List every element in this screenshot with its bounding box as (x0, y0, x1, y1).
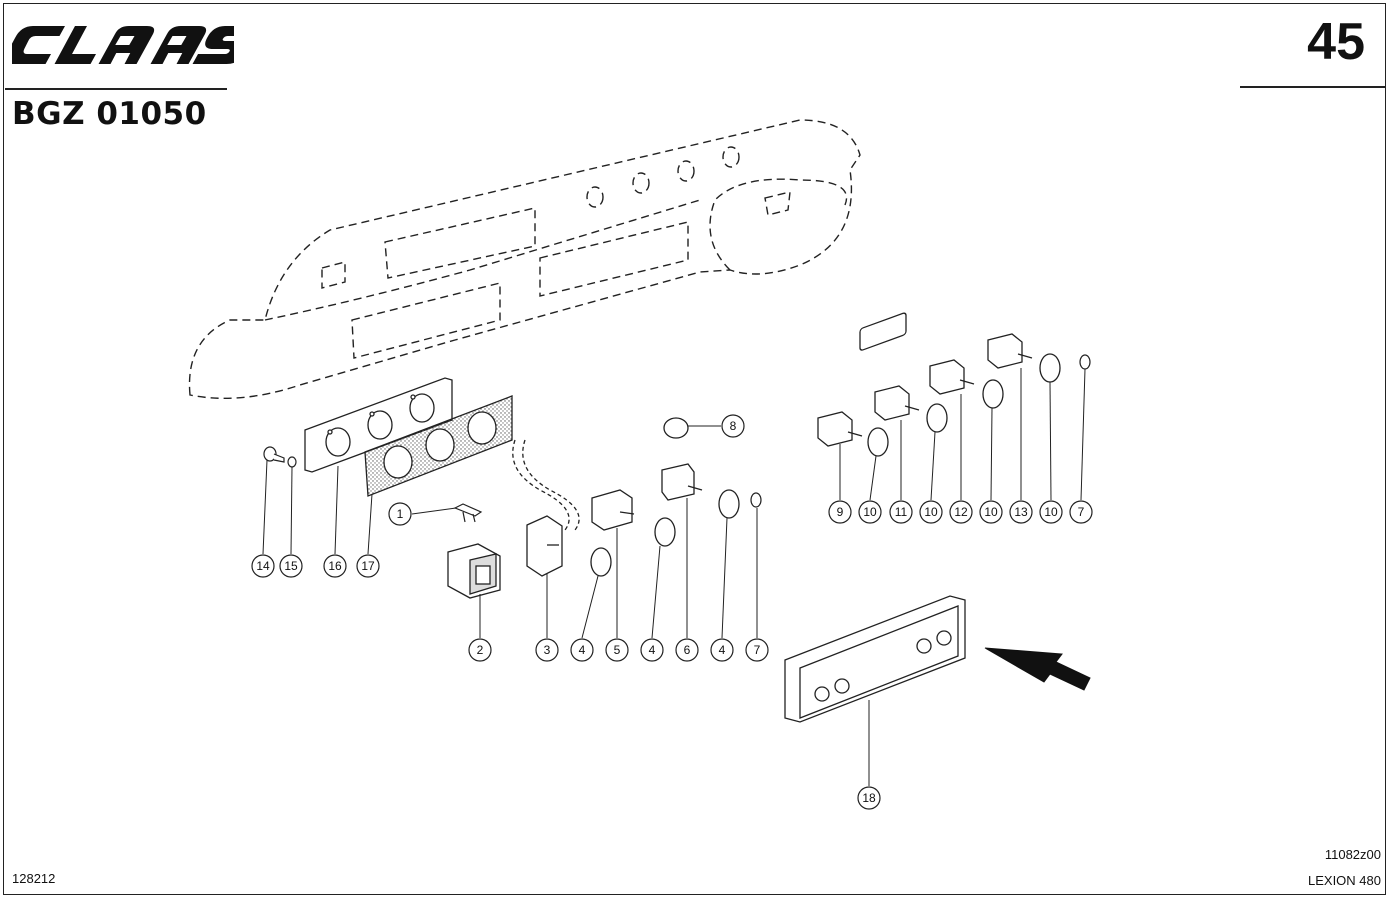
view-direction-arrow (984, 647, 1091, 691)
svg-text:5: 5 (614, 643, 621, 657)
part-18-climate-control-panel (784, 312, 966, 723)
part-2-rocker-switch (447, 543, 501, 599)
parts-9-11-12-13-switches (817, 333, 1033, 447)
svg-text:4: 4 (719, 643, 726, 657)
part-17-gasket (364, 395, 513, 497)
page-number-underline (1240, 86, 1386, 88)
svg-text:7: 7 (1078, 505, 1085, 519)
model-name: LEXION 480 (1308, 873, 1381, 888)
callout-11: 11 (889, 500, 913, 524)
callout-10: 10 (858, 500, 882, 524)
dashboard-outline (188, 119, 861, 400)
svg-text:10: 10 (924, 505, 938, 519)
part-16-panel-plate (304, 377, 453, 473)
callout-17: 17 (356, 554, 380, 578)
page-number: 45 (1307, 13, 1365, 71)
svg-text:8: 8 (730, 419, 737, 433)
callout-8: 8 (721, 414, 745, 438)
callout-10: 10 (1039, 500, 1063, 524)
svg-text:10: 10 (984, 505, 998, 519)
svg-text:14: 14 (256, 559, 270, 573)
part-7-lamps (750, 354, 1091, 508)
part-8-cap (663, 417, 689, 439)
svg-text:2: 2 (477, 643, 484, 657)
claas-logo (5, 22, 260, 75)
logo-underline (5, 88, 227, 90)
callout-10: 10 (919, 500, 943, 524)
callout-4: 4 (710, 638, 734, 662)
svg-text:1: 1 (397, 507, 404, 521)
svg-text:10: 10 (863, 505, 877, 519)
callout-16: 16 (323, 554, 347, 578)
callout-3: 3 (535, 638, 559, 662)
callout-10: 10 (979, 500, 1003, 524)
svg-text:3: 3 (544, 643, 551, 657)
document-code: 128212 (12, 871, 56, 886)
svg-text:11: 11 (895, 505, 908, 519)
svg-text:18: 18 (862, 791, 876, 805)
callout-4: 4 (640, 638, 664, 662)
callout-5: 5 (605, 638, 629, 662)
part-10-knobs (867, 353, 1061, 457)
callout-15: 15 (279, 554, 303, 578)
callout-18: 18 (857, 786, 881, 810)
svg-text:16: 16 (328, 559, 342, 573)
callout-6: 6 (675, 638, 699, 662)
page-frame (3, 3, 1386, 895)
leader-lines (262, 368, 1086, 786)
svg-text:6: 6 (684, 643, 691, 657)
svg-text:13: 13 (1014, 505, 1028, 519)
svg-text:9: 9 (837, 505, 844, 519)
svg-text:4: 4 (649, 643, 656, 657)
part-5-toggle-switch (591, 489, 635, 531)
svg-text:4: 4 (579, 643, 586, 657)
callout-13: 13 (1009, 500, 1033, 524)
part-3-switch (512, 439, 580, 577)
callout-7: 7 (1069, 500, 1093, 524)
part-15-washer (287, 456, 297, 468)
drawing-code: 11082z00 (1324, 847, 1381, 862)
callout-1: 1 (388, 502, 412, 526)
part-14-screw (263, 446, 285, 463)
svg-text:7: 7 (754, 643, 761, 657)
callout-14: 14 (251, 554, 275, 578)
callout-4: 4 (570, 638, 594, 662)
svg-text:15: 15 (284, 559, 298, 573)
callout-9: 9 (828, 500, 852, 524)
svg-text:12: 12 (954, 505, 968, 519)
svg-text:10: 10 (1044, 505, 1058, 519)
callout-12: 12 (949, 500, 973, 524)
callout-2: 2 (468, 638, 492, 662)
part-4-knobs (590, 489, 740, 577)
part-6-clip (661, 463, 703, 501)
part-1-connector (453, 503, 483, 523)
callout-7: 7 (745, 638, 769, 662)
group-code: BGZ 01050 (12, 96, 207, 132)
svg-text:17: 17 (361, 559, 375, 573)
